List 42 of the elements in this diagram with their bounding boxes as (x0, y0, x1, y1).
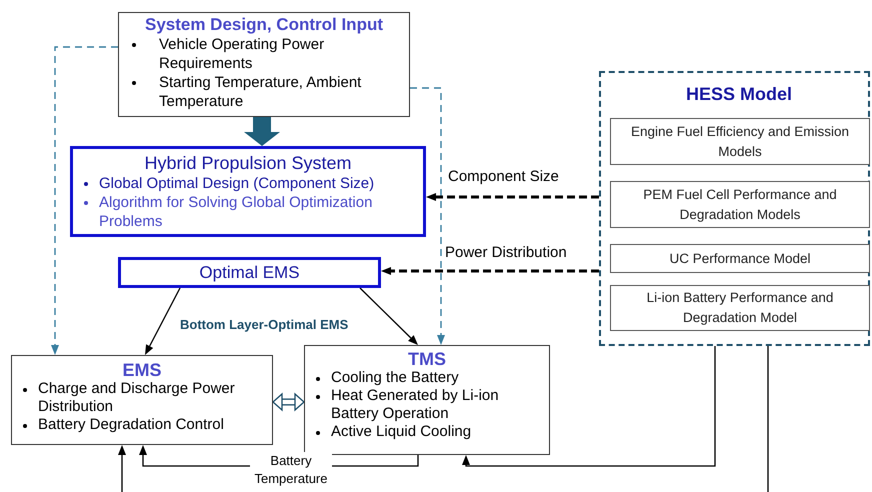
bullet-item: Global Optimal Design (Component Size) (99, 175, 374, 192)
box-heading: HESS Model (684, 83, 793, 106)
bullet-item: Active Liquid Cooling (331, 423, 472, 440)
arrow (51, 46, 118, 355)
edge-label: Battery Temperature (250, 452, 332, 488)
process-box (118, 12, 410, 117)
arrow (360, 288, 418, 345)
bullet-item: Battery Degradation Control (38, 416, 224, 433)
arrow (462, 346, 716, 467)
block-arrow (272, 393, 305, 411)
arrow (118, 445, 126, 492)
box-heading: PEM Fuel Cell Performance and Degradation Models (642, 186, 838, 224)
arrow (145, 288, 181, 355)
bullet-item: Charge and Discharge Power Distribution (38, 380, 235, 415)
process-box (11, 355, 273, 445)
box-heading: Hybrid Propulsion System (143, 152, 353, 174)
arrow (410, 87, 445, 345)
model-box (610, 244, 870, 273)
model-group (599, 71, 870, 346)
box-heading: Optimal EMS (199, 262, 300, 284)
process-box (118, 257, 381, 288)
model-box (610, 118, 870, 165)
box-heading: Li-ion Battery Performance and Degradation Model (646, 289, 834, 327)
box-heading: System Design, Control Input (144, 15, 384, 35)
arrow (426, 193, 599, 201)
bullet-item: Cooling the Battery (331, 369, 459, 386)
box-heading: TMS (407, 349, 447, 369)
process-box (70, 146, 426, 237)
box-heading: Engine Fuel Efficiency and Emission Models (630, 122, 850, 160)
bullet-item: Heat Generated by Li-ion Battery Operation (331, 387, 499, 422)
bullet-item: Vehicle Operating Power Requirements (159, 36, 324, 72)
layer-label: Bottom Layer-Optimal EMS (180, 316, 348, 334)
edge-label: Component Size (446, 168, 561, 186)
process-box (304, 345, 550, 455)
model-box (610, 285, 870, 331)
box-heading: UC Performance Model (669, 250, 811, 268)
block-arrow (244, 117, 280, 146)
bullet-item: Algorithm for Solving Global Optimization Problems (99, 194, 372, 230)
box-heading: EMS (121, 360, 162, 380)
arrow (381, 267, 599, 275)
model-box (610, 181, 870, 228)
bullet-item: Starting Temperature, Ambient Temperature (159, 74, 362, 110)
